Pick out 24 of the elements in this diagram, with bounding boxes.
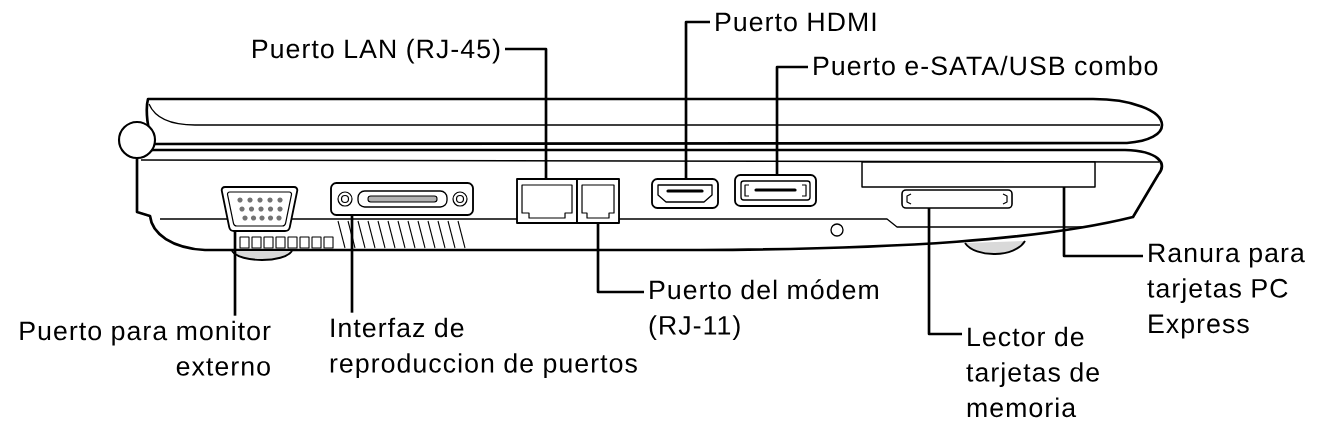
modem-port: [576, 178, 620, 224]
callout-label: Puerto para monitor externo: [20, 320, 271, 376]
leader-line: [233, 231, 237, 316]
leader-line: [505, 47, 548, 179]
callout-label: Puerto HDMI: [716, 12, 876, 32]
leader-line: [927, 208, 962, 336]
callout-label: Lector de tarjetas de memoria: [966, 326, 1099, 418]
esata-port: [734, 174, 817, 207]
callout-label: Puerto LAN (RJ-45): [253, 38, 500, 64]
callout-label: Interfaz de reproduccion de puertos: [330, 317, 637, 378]
callout-label: Ranura para tarjetas PC Express: [1147, 243, 1305, 339]
leader-line: [1062, 187, 1143, 258]
card-slot: [861, 161, 1096, 188]
leader-line: [350, 215, 354, 313]
leader-line: [775, 65, 808, 175]
leader-line: [684, 20, 710, 179]
card-reader-slot: [901, 189, 1013, 209]
leader-line: [596, 223, 644, 294]
callout-label: Puerto e-SATA/USB combo: [814, 55, 1158, 76]
vga-port: [220, 186, 299, 232]
hdmi-port: [651, 178, 719, 209]
ethernet-port: [516, 178, 578, 224]
callout-label: Puerto del módem (RJ-11): [649, 279, 878, 340]
docking-connector: [330, 182, 474, 216]
